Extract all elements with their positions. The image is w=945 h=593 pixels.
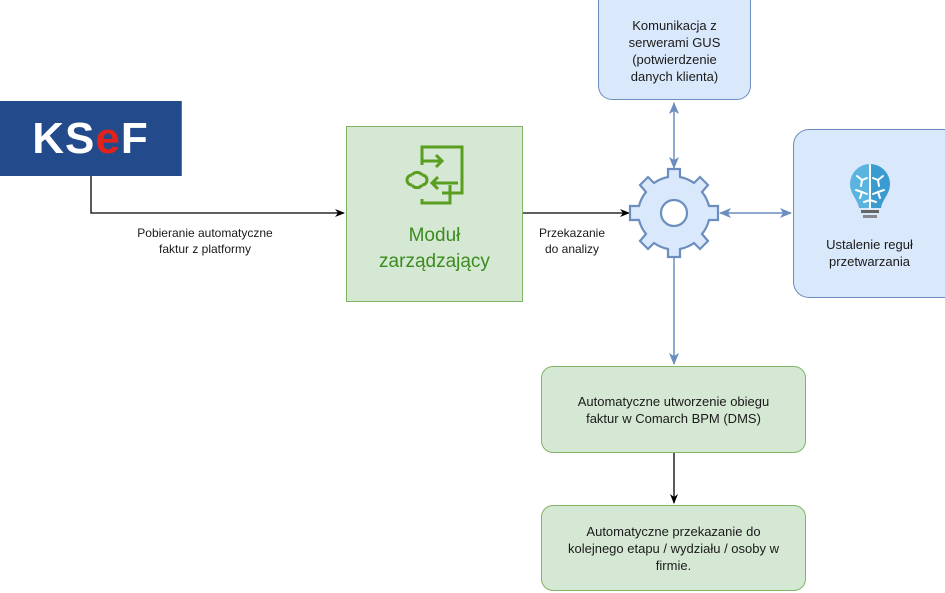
ksef-logo-f: F <box>120 113 149 163</box>
processing-rules-node[interactable]: Ustalenie reguł przetwarzania <box>793 129 945 298</box>
gus-label-line: (potwierdzenie <box>632 51 717 67</box>
forward-label-line: Automatyczne przekazanie do <box>586 523 761 539</box>
module-label: Moduł zarządzający <box>379 223 490 275</box>
edge-label-line: Przekazanie <box>538 226 606 240</box>
rules-label-line: przetwarzania <box>829 254 910 269</box>
ksef-logo-node[interactable]: KSeF <box>0 101 182 176</box>
ksef-logo: KSeF <box>32 114 149 164</box>
gus-label-line: serwerami GUS <box>628 34 721 50</box>
rules-label-line: Ustalenie reguł <box>826 237 913 252</box>
integration-link-icon <box>405 145 463 205</box>
gus-label-line: Komunikacja z <box>632 17 717 33</box>
gear-icon[interactable] <box>628 167 720 259</box>
module-label-line: zarządzający <box>379 251 490 272</box>
edge-label-line: faktur z platformy <box>158 242 252 256</box>
dms-label-line: faktur w Comarch BPM (DMS) <box>586 410 761 426</box>
brain-lightbulb-icon <box>849 164 890 218</box>
gus-communication-node[interactable]: Komunikacja z serwerami GUS (potwierdzen… <box>598 0 751 100</box>
ksef-logo-e: e <box>95 113 121 163</box>
forward-step-node[interactable]: Automatyczne przekazanie do kolejnego et… <box>541 505 806 591</box>
edge-label-ksef-to-module: Pobieranie automatyczne faktur z platfor… <box>110 225 300 257</box>
forward-label-line: kolejnego etapu / wydziału / osoby w <box>567 540 779 556</box>
gus-label-line: danych klienta) <box>630 68 719 84</box>
ksef-logo-ks: KS <box>32 113 96 163</box>
edge-ksef-to-module <box>90 176 345 217</box>
dms-workflow-node[interactable]: Automatyczne utworzenie obiegu faktur w … <box>541 366 806 453</box>
rules-label: Ustalenie reguł przetwarzania <box>826 236 913 270</box>
dms-label-line: Automatyczne utworzenie obiegu <box>577 393 770 409</box>
forward-label-line: firmie. <box>655 557 692 573</box>
edge-label-line: Pobieranie automatyczne <box>137 226 273 240</box>
module-node[interactable]: Moduł zarządzający <box>346 126 523 302</box>
edge-label-module-to-processor: Przekazanie do analizy <box>527 225 617 257</box>
edge-label-line: do analizy <box>544 242 600 256</box>
module-label-line: Moduł <box>408 225 461 246</box>
